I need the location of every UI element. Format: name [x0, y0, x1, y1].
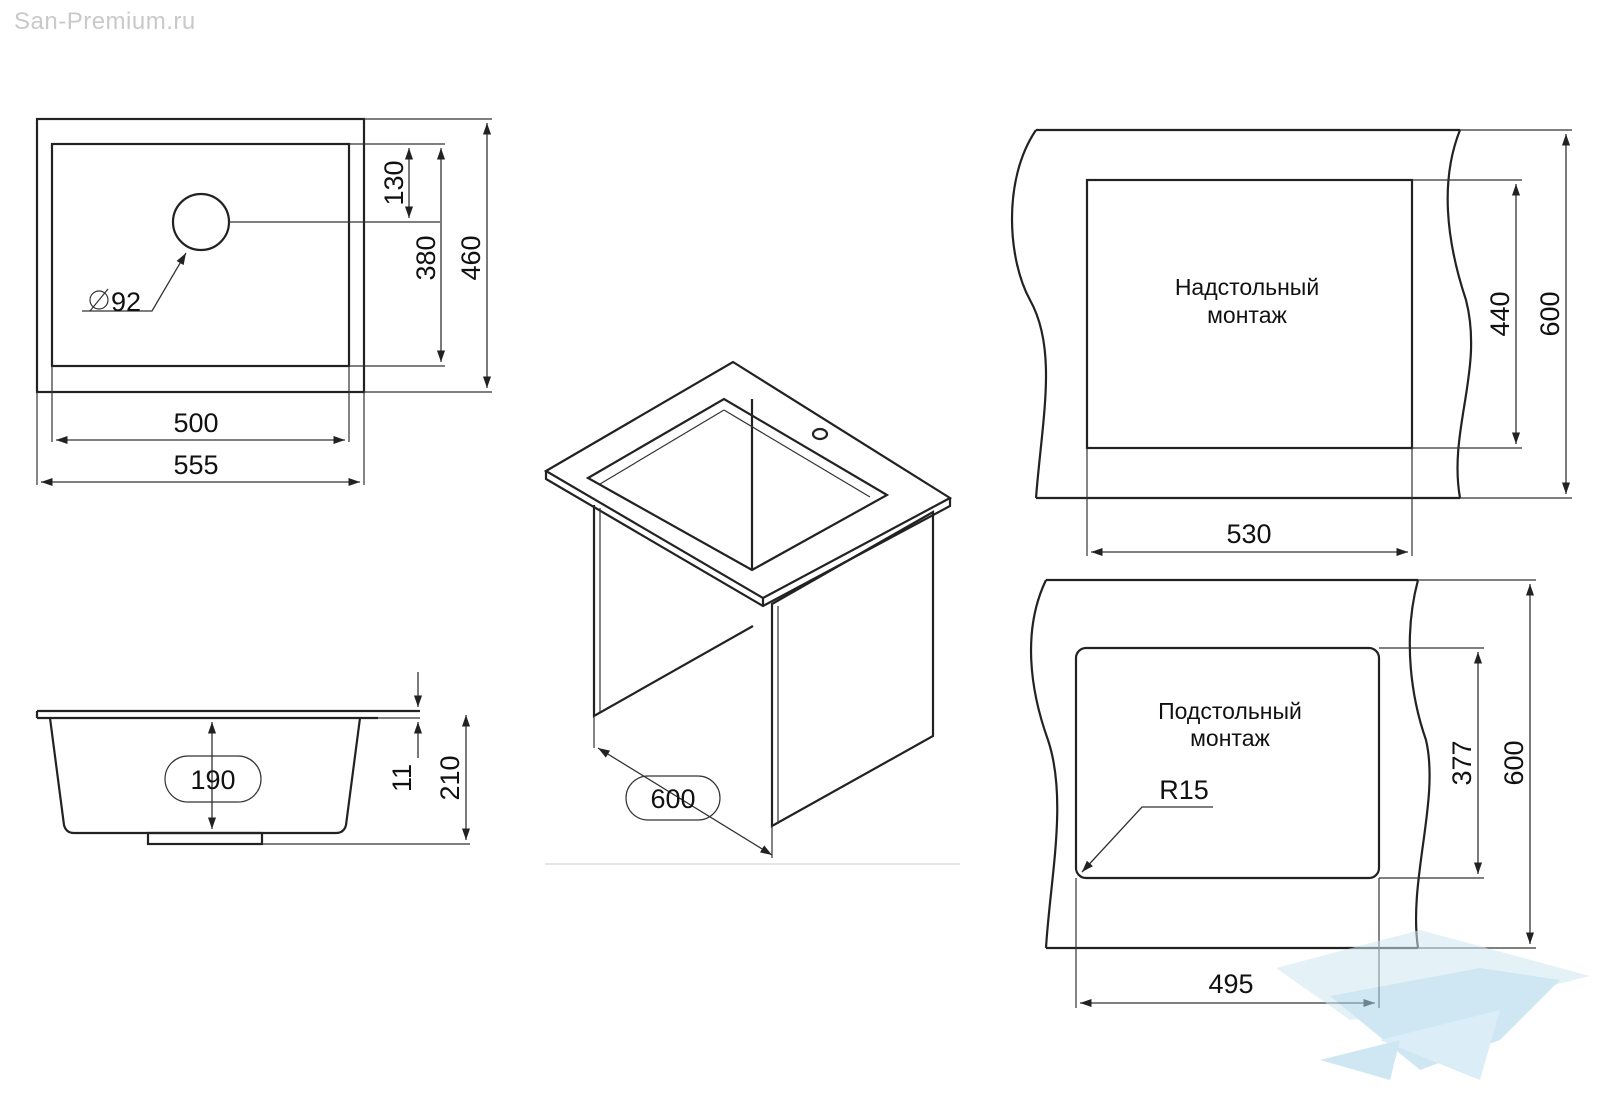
- top-view: 130 380 460 92 500 555: [35, 117, 492, 487]
- radius-label: R15: [1159, 775, 1209, 805]
- undermount-dim-600-label: 600: [1499, 740, 1529, 785]
- drain-hole-circle: [171, 192, 231, 252]
- undermount-cutout: [1074, 646, 1381, 880]
- right-panel: [770, 510, 935, 828]
- dim-190-badge: [164, 755, 262, 803]
- overmount-dim-600-label: 600: [1535, 291, 1565, 336]
- watermark-logo: [1276, 930, 1590, 1080]
- dim-500-label: 500: [173, 408, 218, 438]
- countertop-edge: [544, 471, 952, 608]
- overmount-view: Надстольный монтаж 440 600 530: [1010, 128, 1572, 557]
- bowl-outline: [50, 142, 351, 368]
- undermount-label-1: Подстольный: [1158, 698, 1302, 724]
- iso-dim-600-label: 600: [650, 784, 695, 814]
- dim-377-label: 377: [1447, 740, 1477, 785]
- cutout-rect: [1085, 178, 1414, 450]
- dim-210-label: 210: [435, 755, 465, 800]
- dim-130-label: 130: [379, 160, 409, 205]
- dim-11-label: 11: [387, 764, 417, 792]
- bowl-rim: [585, 397, 890, 572]
- site-watermark: San-Premium.ru: [14, 8, 196, 35]
- tap-hole: [811, 427, 829, 441]
- dim-495-label: 495: [1208, 969, 1253, 999]
- dim-190-label: 190: [190, 765, 235, 795]
- undermount-label-2: монтаж: [1190, 725, 1270, 751]
- side-view: 190 11 210: [35, 672, 471, 846]
- sink-outer-outline: [35, 117, 366, 394]
- dim-600-badge: [625, 775, 721, 821]
- overmount-label-2: монтаж: [1207, 302, 1287, 328]
- isometric-view: 600: [543, 360, 960, 865]
- dim-460-label: 460: [456, 235, 486, 280]
- dim-440-label: 440: [1485, 291, 1515, 336]
- dim-380-label: 380: [411, 235, 441, 280]
- overmount-label-1: Надстольный: [1175, 274, 1319, 300]
- undermount-view: Подстольный монтаж R15 377 600 495: [1029, 578, 1536, 1008]
- left-panel: [592, 505, 754, 718]
- drain-outlet: [146, 831, 264, 846]
- dim-555-label: 555: [173, 450, 218, 480]
- dim-530-label: 530: [1226, 519, 1271, 549]
- diameter-label: 92: [111, 287, 141, 317]
